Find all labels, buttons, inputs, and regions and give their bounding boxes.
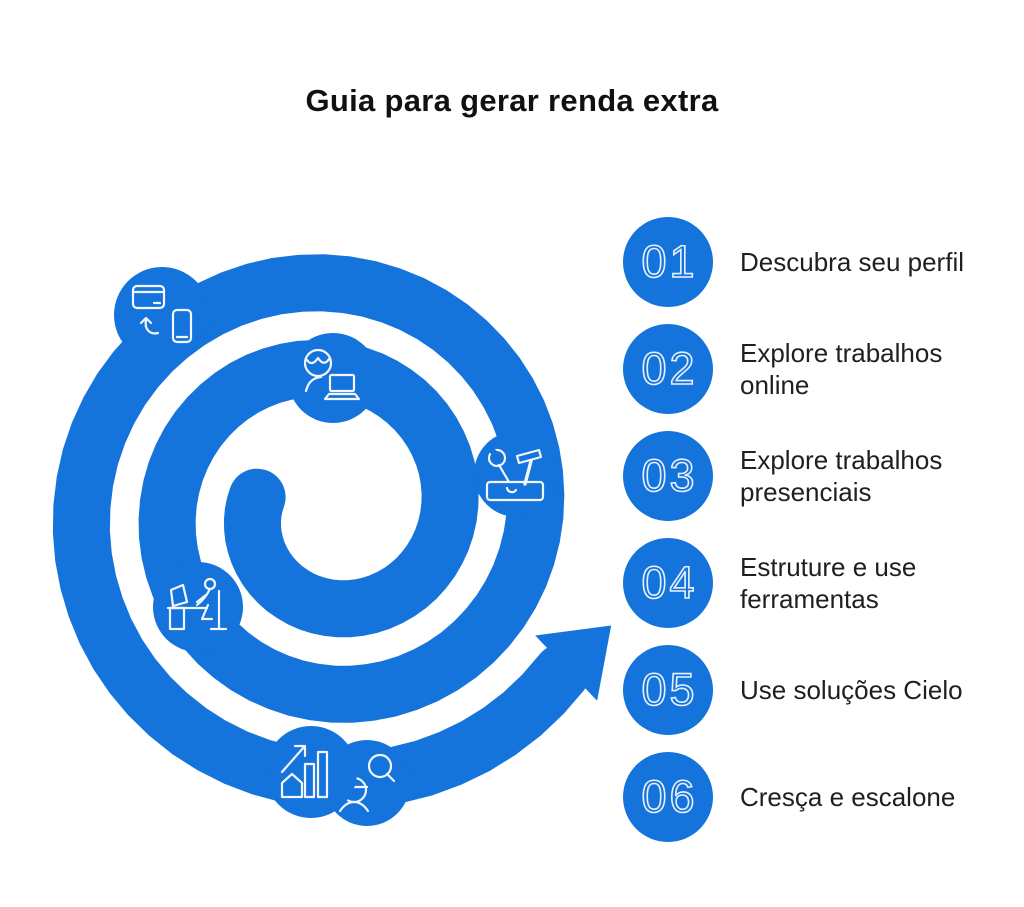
step-number-badge: 05 [623,645,713,735]
step-number-badge: 06 [623,752,713,842]
step-number: 03 [641,449,698,502]
step-number: 01 [641,235,698,288]
spiral-bubble-growth-chart [265,726,357,818]
step-row-4: 04 Estruture e use ferramentas [623,538,1015,628]
step-number-badge: 03 [623,431,713,521]
step-number: 06 [641,770,698,823]
card-to-phone-icon [131,284,193,344]
spiral-arrow-graphic [0,230,640,900]
spiral-bubble-card-to-phone [114,267,210,363]
spiral-bubble-person-headset-laptop [288,333,378,423]
step-label: Descubra seu perfil [740,247,964,277]
step-row-6: 06 Cresça e escalone [623,752,1015,842]
spiral-bubble-tools [474,431,560,517]
step-row-2: 02 Explore trabalhos online [623,324,1015,414]
spiral-svg [52,254,612,826]
step-number: 05 [641,663,698,716]
step-number-badge: 04 [623,538,713,628]
step-label: Explore trabalhos online [740,338,943,400]
step-number: 02 [641,342,698,395]
person-headset-laptop-icon [303,348,361,401]
step-label: Use soluções Cielo [740,675,963,705]
step-row-5: 05 Use soluções Cielo [623,645,1015,735]
step-number-badge: 01 [623,217,713,307]
step-number-badge: 02 [623,324,713,414]
step-row-3: 03 Explore trabalhos presenciais [623,431,1015,521]
spiral-path [52,254,591,809]
page-title: Guia para gerar renda extra [305,82,719,118]
spiral-bubble-person-desk [153,562,243,652]
step-number: 04 [641,556,698,609]
step-list: 01 Descubra seu perfil 02 Explore trabal… [623,217,1015,842]
person-working-desk-icon [166,577,228,631]
spiral-arrowhead [535,625,612,701]
step-label: Estruture e use ferramentas [740,552,917,614]
growth-chart-icon [280,744,329,799]
step-label: Cresça e escalone [740,782,956,812]
tools-toolbox-icon [485,446,545,502]
step-row-1: 01 Descubra seu perfil [623,217,1015,307]
step-label: Explore trabalhos presenciais [740,445,943,507]
